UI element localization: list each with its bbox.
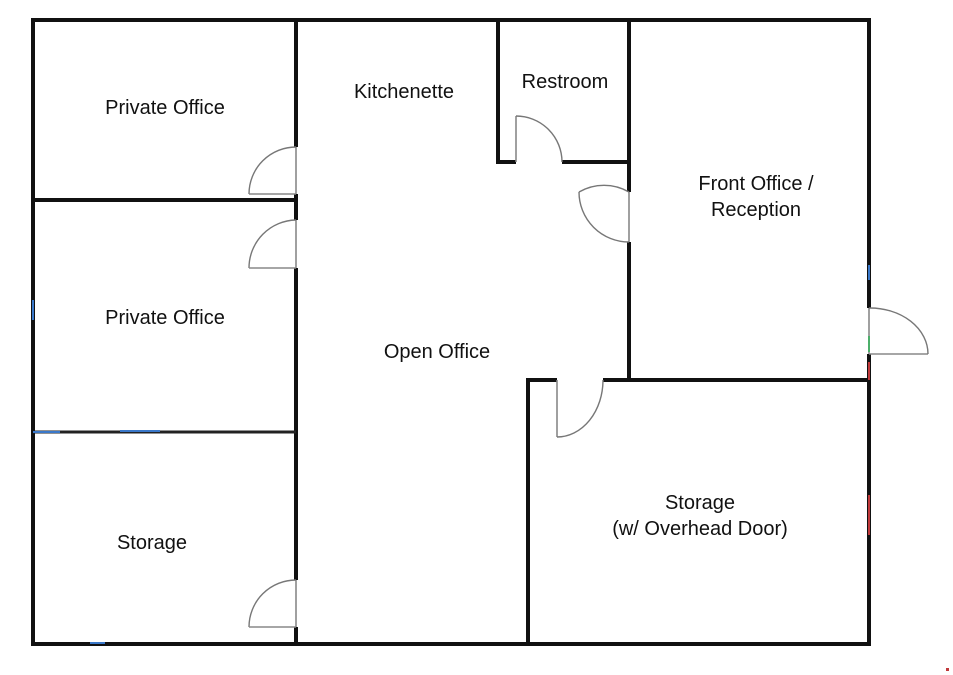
label-storage-left: Storage [117, 532, 187, 554]
label-kitchenette: Kitchenette [354, 81, 454, 103]
door-storage-right [556, 379, 604, 438]
label-overhead-door: (w/ Overhead Door) [612, 518, 788, 540]
label-storage-right: Storage [665, 492, 735, 514]
door-entry [868, 307, 929, 355]
marker-red-dot [946, 668, 949, 671]
door-front-office [578, 184, 630, 243]
wall-markers [32, 265, 949, 671]
label-private-office-top: Private Office [105, 97, 225, 119]
label-open-office: Open Office [384, 341, 490, 363]
label-private-office-mid: Private Office [105, 307, 225, 329]
doors [248, 115, 929, 628]
door-private-office-top [248, 146, 297, 195]
label-restroom: Restroom [522, 71, 609, 93]
door-restroom [515, 115, 563, 163]
door-private-office-mid [248, 219, 297, 269]
door-storage-left [248, 579, 297, 628]
label-front-office: Front Office / [698, 173, 814, 195]
label-reception: Reception [711, 199, 801, 221]
room-labels: Private Office Private Office Storage Ki… [105, 71, 814, 554]
